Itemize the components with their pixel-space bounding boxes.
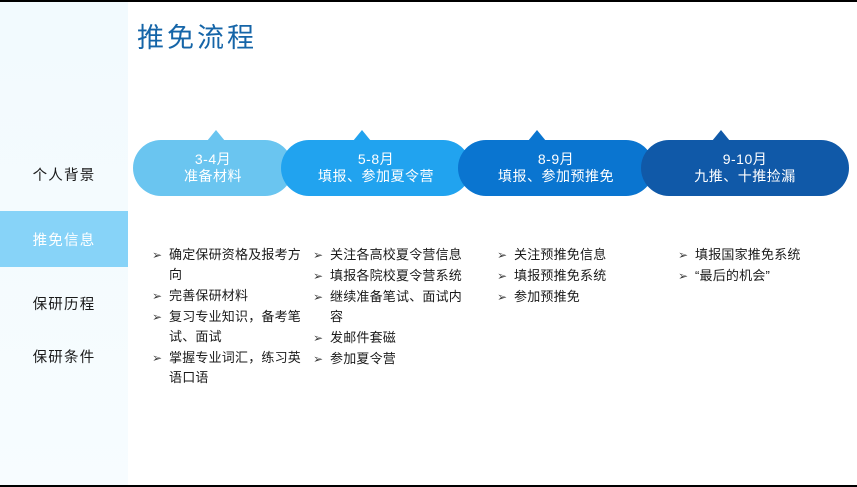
sidebar-item-research-conditions[interactable]: 保研条件 [0,337,128,375]
detail-column-4: ➢ 填报国家推免系统 ➢ “最后的机会” [678,245,848,287]
bullet-arrow-icon: ➢ [497,269,508,283]
list-item-label: 复习专业知识，备考笔试、面试 [169,309,302,344]
list-item: ➢ 填报预推免系统 [497,266,662,286]
bullet-arrow-icon: ➢ [152,248,163,262]
sidebar-item-label: 保研历程 [32,296,96,313]
timeline-segment-4[interactable]: 9-10月 九推、十推捡漏 [641,140,849,196]
bullet-arrow-icon: ➢ [497,290,508,304]
bullet-arrow-icon: ➢ [152,289,163,303]
list-item: ➢ 复习专业知识，备考笔试、面试 [152,307,302,347]
list-item: ➢ “最后的机会” [678,266,848,286]
timeline-notch-3-icon [528,130,546,141]
list-item-label: 关注预推免信息 [514,247,607,262]
timeline-segment-4-months: 9-10月 [722,151,768,168]
detail-column-1: ➢ 确定保研资格及报考方向 ➢ 完善保研材料 ➢ 复习专业知识，备考笔试、面试 ➢ 掌握专业词… [152,245,302,389]
list-item: ➢ 参加预推免 [497,287,662,307]
bullet-arrow-icon: ➢ [313,269,324,283]
sidebar-item-label: 保研条件 [32,349,96,366]
timeline-segment-1-months: 3-4月 [194,151,232,168]
timeline-notch-4-icon [712,130,730,141]
timeline-segment-2-desc: 填报、参加夏令营 [318,168,434,184]
list-item-label: 参加夏令营 [330,351,397,366]
bullet-arrow-icon: ➢ [497,248,508,262]
list-item-label: 掌握专业词汇，练习英语口语 [169,350,302,385]
bullet-arrow-icon: ➢ [313,331,324,345]
bullet-arrow-icon: ➢ [313,352,324,366]
list-item: ➢ 发邮件套磁 [313,328,473,348]
sidebar-item-recommendation-info[interactable]: 推免信息 [0,211,128,267]
list-item-label: 发邮件套磁 [330,330,397,345]
list-item: ➢ 关注预推免信息 [497,245,662,265]
timeline-segment-3-desc: 填报、参加预推免 [498,168,614,184]
timeline-segment-3[interactable]: 8-9月 填报、参加预推免 [458,140,654,196]
list-item-label: 填报预推免系统 [514,268,607,283]
timeline-band: 3-4月 准备材料 5-8月 填报、参加夏令营 8-9月 填报、参加预推免 9-… [133,130,849,196]
list-item: ➢ 填报各院校夏令营系统 [313,266,473,286]
sidebar-item-label: 推免信息 [32,232,96,249]
detail-column-3: ➢ 关注预推免信息 ➢ 填报预推免系统 ➢ 参加预推免 [497,245,662,308]
list-item-label: 完善保研材料 [169,288,249,303]
timeline-segment-4-desc: 九推、十推捡漏 [694,168,796,184]
timeline-segment-2[interactable]: 5-8月 填报、参加夏令营 [281,140,471,196]
timeline-notch-2-icon [353,130,371,141]
list-item-label: 继续准备笔试、面试内容 [330,289,463,324]
list-item: ➢ 关注各高校夏令营信息 [313,245,473,265]
bullet-arrow-icon: ➢ [152,351,163,365]
list-item-label: 关注各高校夏令营信息 [330,247,463,262]
list-item: ➢ 确定保研资格及报考方向 [152,245,302,285]
bullet-arrow-icon: ➢ [152,310,163,324]
page-title: 推免流程 [137,23,257,53]
list-item: ➢ 参加夏令营 [313,349,473,369]
list-item: ➢ 完善保研材料 [152,286,302,306]
list-item-label: 填报各院校夏令营系统 [330,268,463,283]
list-item-label: “最后的机会” [695,268,771,283]
timeline-segment-1[interactable]: 3-4月 准备材料 [133,140,293,196]
list-item-label: 填报国家推免系统 [695,247,801,262]
timeline-segment-2-months: 5-8月 [357,151,395,168]
sidebar: 个人背景 推免信息 保研历程 保研条件 [0,2,128,485]
bullet-arrow-icon: ➢ [313,290,324,304]
bullet-arrow-icon: ➢ [678,269,689,283]
timeline-segment-3-months: 8-9月 [537,151,575,168]
timeline-notch-1-icon [207,130,225,141]
sidebar-item-research-journey[interactable]: 保研历程 [0,284,128,322]
bullet-arrow-icon: ➢ [678,248,689,262]
timeline-segment-1-desc: 准备材料 [184,168,242,184]
list-item-label: 参加预推免 [514,289,581,304]
detail-column-2: ➢ 关注各高校夏令营信息 ➢ 填报各院校夏令营系统 ➢ 继续准备笔试、面试内容 ➢ 发邮件套磁… [313,245,473,370]
sidebar-item-label: 个人背景 [32,167,96,184]
list-item: ➢ 填报国家推免系统 [678,245,848,265]
list-item-label: 确定保研资格及报考方向 [169,247,302,282]
list-item: ➢ 继续准备笔试、面试内容 [313,287,473,327]
sidebar-item-personal-background[interactable]: 个人背景 [0,155,128,193]
bullet-arrow-icon: ➢ [313,248,324,262]
list-item: ➢ 掌握专业词汇，练习英语口语 [152,348,302,388]
detail-columns: ➢ 确定保研资格及报考方向 ➢ 完善保研材料 ➢ 复习专业知识，备考笔试、面试 ➢ 掌握专业词… [0,245,857,405]
